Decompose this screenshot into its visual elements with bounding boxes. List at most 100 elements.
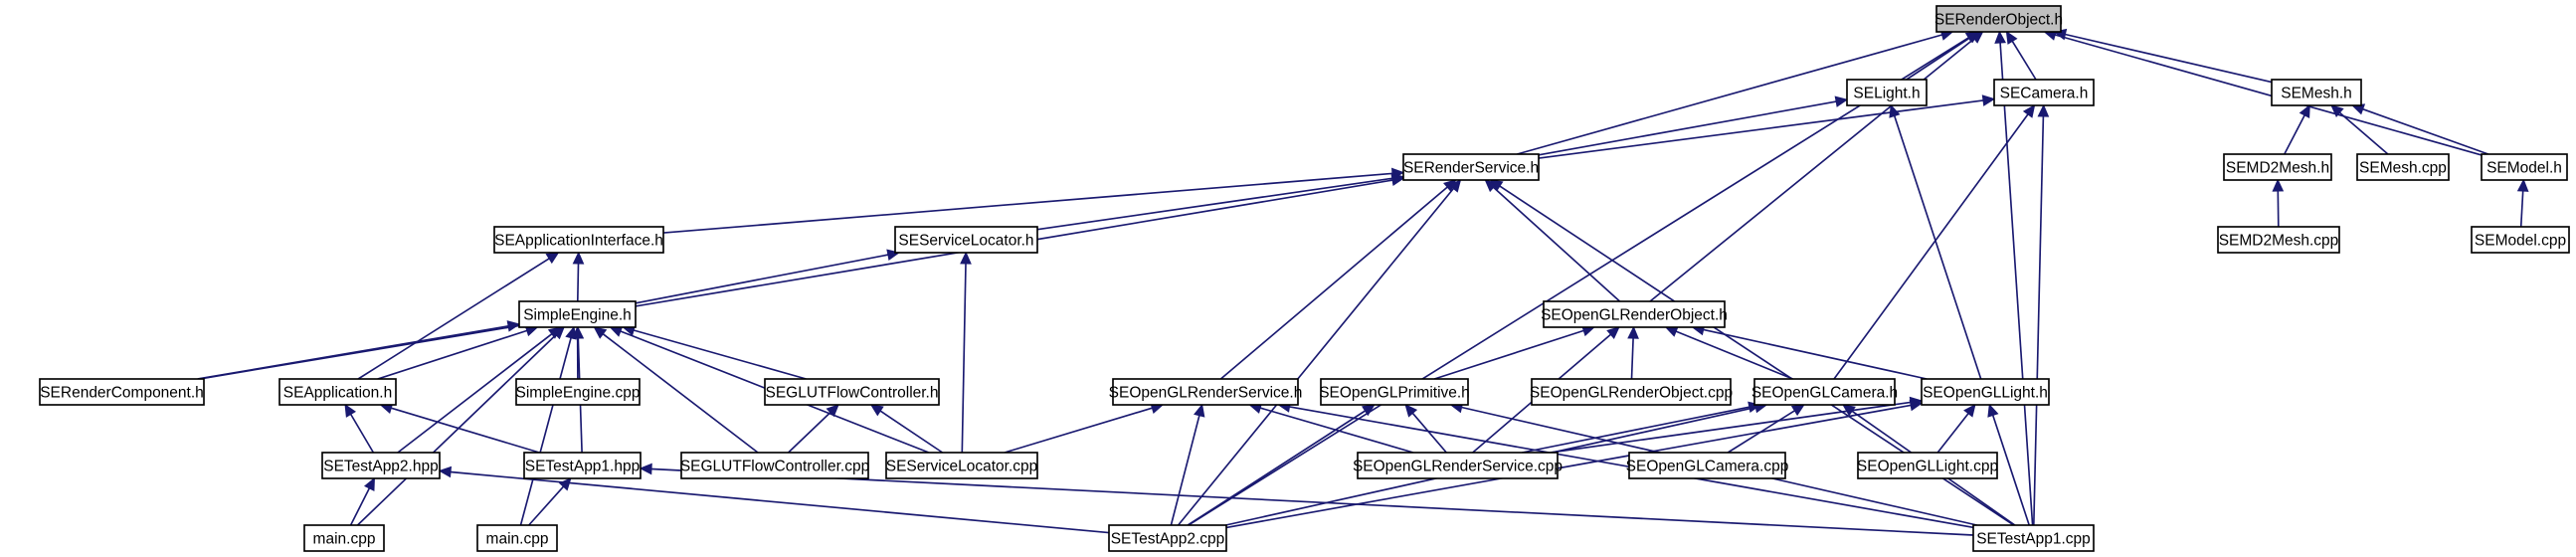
- node-setestapp2-cpp[interactable]: SETestApp2.cpp: [1108, 524, 1227, 552]
- edge-seopenglrenderobject_h-to-serenderservice_h: [1493, 186, 1621, 302]
- edge-serenderservice_h-to-serenderobject_h: [1517, 34, 1942, 155]
- node-box: [1993, 79, 2095, 106]
- node-label: SETestApp2.hpp: [323, 459, 438, 475]
- arrowhead-icon: [1404, 403, 1418, 418]
- edge-setestapp2_cpp-to-serenderservice_h: [1177, 187, 1455, 526]
- edge-seopenglrenderobject_cpp-to-seopenglrenderobject_h: [1630, 337, 1634, 380]
- edge-seopenglcamera_h-to-seopenglrenderobject_h: [1675, 330, 1793, 380]
- node-box: [2271, 79, 2362, 106]
- node-seopenglcamera-h[interactable]: SEOpenGLCamera.h: [1751, 378, 1898, 406]
- edge-seservicelocator_cpp-to-seglutflowcontroller_h: [879, 410, 944, 454]
- node-seopenglrenderservice-h[interactable]: SEOpenGLRenderService.h: [1109, 378, 1303, 406]
- node-setestapp1-cpp[interactable]: SETestApp1.cpp: [1972, 524, 2095, 552]
- node-seglutflowcontroller-h[interactable]: SEGLUTFlowController.h: [764, 378, 940, 406]
- node-serenderobject-h[interactable]: SERenderObject.h: [1934, 5, 2063, 33]
- node-seopenglprimitive-h[interactable]: SEOpenGLPrimitive.h: [1319, 378, 1470, 406]
- edge-setestapp1_cpp-to-secamera_h: [2032, 115, 2045, 526]
- node-main-cpp-2[interactable]: main.cpp: [476, 524, 558, 552]
- edge-seservicelocator_cpp-to-seservicelocator_h: [961, 263, 967, 454]
- edge-setestapp1_cpp-to-setestapp1_hpp: [650, 467, 1974, 536]
- node-semd2mesh-cpp[interactable]: SEMD2Mesh.cpp: [2217, 226, 2340, 254]
- edge-setestapp2_cpp-to-seopenglprimitive_h: [1187, 410, 1367, 526]
- edge-seopenglprimitive_h-to-seopenglrenderobject_h: [1433, 329, 1584, 380]
- node-selight-h[interactable]: SELight.h: [1846, 79, 1928, 106]
- node-box: [2217, 226, 2340, 254]
- node-seservicelocator-cpp[interactable]: SEServiceLocator.cpp: [885, 452, 1038, 479]
- edge-serenderservice_h-to-selight_h: [1538, 100, 1837, 156]
- node-box: [1320, 378, 1469, 406]
- node-setestapp2-hpp[interactable]: SETestApp2.hpp: [321, 452, 441, 479]
- arrowhead-icon: [1390, 174, 1405, 187]
- arrowhead-icon: [1194, 403, 1205, 418]
- edge-simpleengine_h-to-seservicelocator_h: [635, 254, 889, 304]
- node-label: SETestApp2.cpp: [1111, 531, 1225, 548]
- node-semesh-cpp[interactable]: SEMesh.cpp: [2356, 153, 2450, 181]
- node-seapplication-h[interactable]: SEApplication.h: [278, 378, 397, 406]
- node-secamera-h[interactable]: SECamera.h: [1993, 79, 2095, 106]
- node-label: SEApplication.h: [283, 385, 392, 402]
- edge-seapplicationinterface_h-to-serenderservice_h: [662, 172, 1393, 234]
- edge-layer: [197, 28, 2529, 536]
- arrowhead-icon: [960, 251, 972, 265]
- node-box: [680, 452, 869, 479]
- arrowhead-icon: [1981, 94, 1996, 106]
- node-simpleengine-h[interactable]: SimpleEngine.h: [518, 300, 637, 328]
- node-main-cpp-1[interactable]: main.cpp: [303, 524, 385, 552]
- node-semodel-cpp[interactable]: SEModel.cpp: [2471, 226, 2570, 254]
- edge-serenderservice_h-to-secamera_h: [1538, 99, 1984, 159]
- node-setestapp1-hpp[interactable]: SETestApp1.hpp: [523, 452, 642, 479]
- node-box: [2471, 226, 2570, 254]
- node-box: [321, 452, 441, 479]
- node-box: [493, 226, 664, 254]
- node-label: SEOpenGLRenderObject.h: [1541, 307, 1728, 324]
- node-semodel-h[interactable]: SEModel.h: [2481, 153, 2568, 181]
- node-box: [1857, 452, 1998, 479]
- edge-setestapp1_cpp-to-seopengllight_h: [1991, 415, 2030, 526]
- edge-main_cpp_1-to-simpleengine_h: [356, 334, 557, 526]
- node-label: SimpleEngine.h: [523, 307, 632, 324]
- node-simpleengine-cpp[interactable]: SimpleEngine.cpp: [515, 378, 641, 406]
- node-label: SERenderService.h: [1403, 160, 1539, 177]
- edge-semodel_cpp-to-semodel_h: [2519, 190, 2524, 228]
- arrowhead-icon: [593, 326, 608, 339]
- arrowhead-icon: [2005, 30, 2018, 45]
- arrowhead-icon: [1987, 403, 1999, 418]
- arrowhead-icon: [363, 476, 375, 491]
- node-label: main.cpp: [486, 531, 549, 548]
- node-label: SEServiceLocator.h: [898, 233, 1033, 250]
- node-label: SimpleEngine.cpp: [516, 385, 641, 402]
- node-serendercomponent-h[interactable]: SERenderComponent.h: [39, 378, 205, 406]
- arrowhead-icon: [1963, 403, 1976, 418]
- node-box: [1108, 524, 1227, 552]
- node-serenderservice-h[interactable]: SERenderService.h: [1402, 153, 1540, 181]
- node-label: SERenderComponent.h: [40, 385, 204, 402]
- edge-seopengllight_h-to-selight_h: [1893, 115, 1982, 380]
- node-seopenglrenderobject-cpp[interactable]: SEOpenGLRenderObject.cpp: [1530, 378, 1733, 406]
- node-box: [303, 524, 385, 552]
- edge-seglutflowcontroller_h-to-simpleengine_h: [633, 329, 807, 380]
- edge-seopenglcamera_h-to-secamera_h: [1833, 113, 2029, 380]
- node-semd2mesh-h[interactable]: SEMD2Mesh.h: [2223, 153, 2332, 181]
- arrowhead-icon: [869, 404, 884, 417]
- node-seglutflowcontroller-cpp[interactable]: SEGLUTFlowController.cpp: [680, 452, 869, 479]
- node-seopenglrenderservice-cpp[interactable]: SEOpenGLRenderService.cpp: [1353, 452, 1563, 479]
- node-box: [2223, 153, 2332, 181]
- node-box: [1753, 378, 1896, 406]
- arrowhead-icon: [1484, 179, 1498, 193]
- node-seapplicationinterface-h[interactable]: SEApplicationInterface.h: [493, 226, 664, 254]
- node-box: [764, 378, 940, 406]
- node-label: SECamera.h: [2000, 86, 2089, 102]
- arrowhead-icon: [1361, 404, 1376, 417]
- node-seopengllight-h[interactable]: SEOpenGLLight.h: [1921, 378, 2050, 406]
- edge-seopengllight_h-to-seopenglrenderobject_h: [1703, 328, 1928, 380]
- node-label: SEMesh.cpp: [2359, 160, 2447, 177]
- node-seopenglcamera-cpp[interactable]: SEOpenGLCamera.cpp: [1626, 452, 1789, 479]
- node-semesh-h[interactable]: SEMesh.h: [2271, 79, 2362, 106]
- node-seopengllight-cpp[interactable]: SEOpenGLLight.cpp: [1857, 452, 1998, 479]
- node-seopenglrenderobject-h[interactable]: SEOpenGLRenderObject.h: [1541, 300, 1728, 328]
- edge-seopenglrenderservice_cpp-to-seopenglprimitive_h: [1411, 412, 1447, 454]
- node-seservicelocator-h[interactable]: SEServiceLocator.h: [894, 226, 1038, 254]
- node-label: SEGLUTFlowController.h: [765, 385, 938, 402]
- edge-setestapp2_cpp-to-seopengllight_h: [1225, 404, 1912, 529]
- arrowhead-icon: [1994, 30, 2006, 44]
